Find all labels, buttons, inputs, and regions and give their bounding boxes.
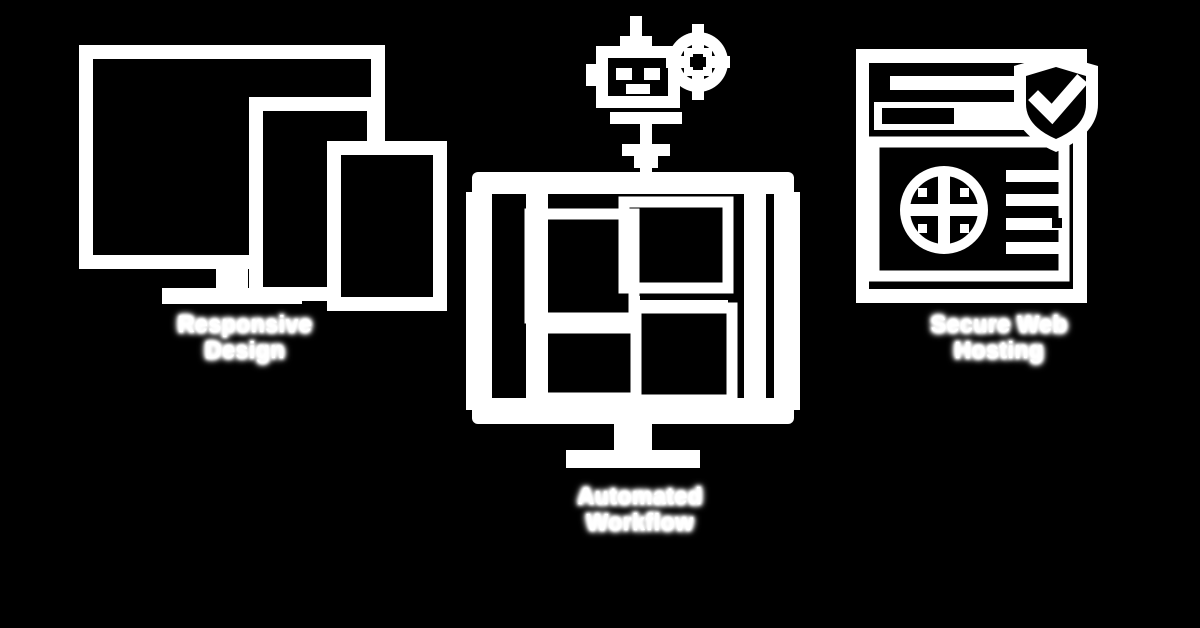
flow-connector-icon [610,112,682,190]
label-line-1: Secure Web [930,311,1068,337]
automated-workflow-label: Automated Workflow [515,483,765,536]
label-line-2: Design [205,336,285,363]
responsive-devices-icon [78,44,448,312]
monitor-workflow-icon [466,168,800,478]
label-line-2: Workflow [586,508,694,535]
responsive-design-label: Responsive Design [130,311,360,364]
label-line-2: Hosting [954,336,1044,363]
secure-website-icon [856,42,1106,312]
label-line-1: Responsive [177,311,313,337]
label-line-1: Automated [577,483,703,509]
robot-gear-icon [582,10,742,170]
secure-hosting-label: Secure Web Hosting [880,311,1118,364]
